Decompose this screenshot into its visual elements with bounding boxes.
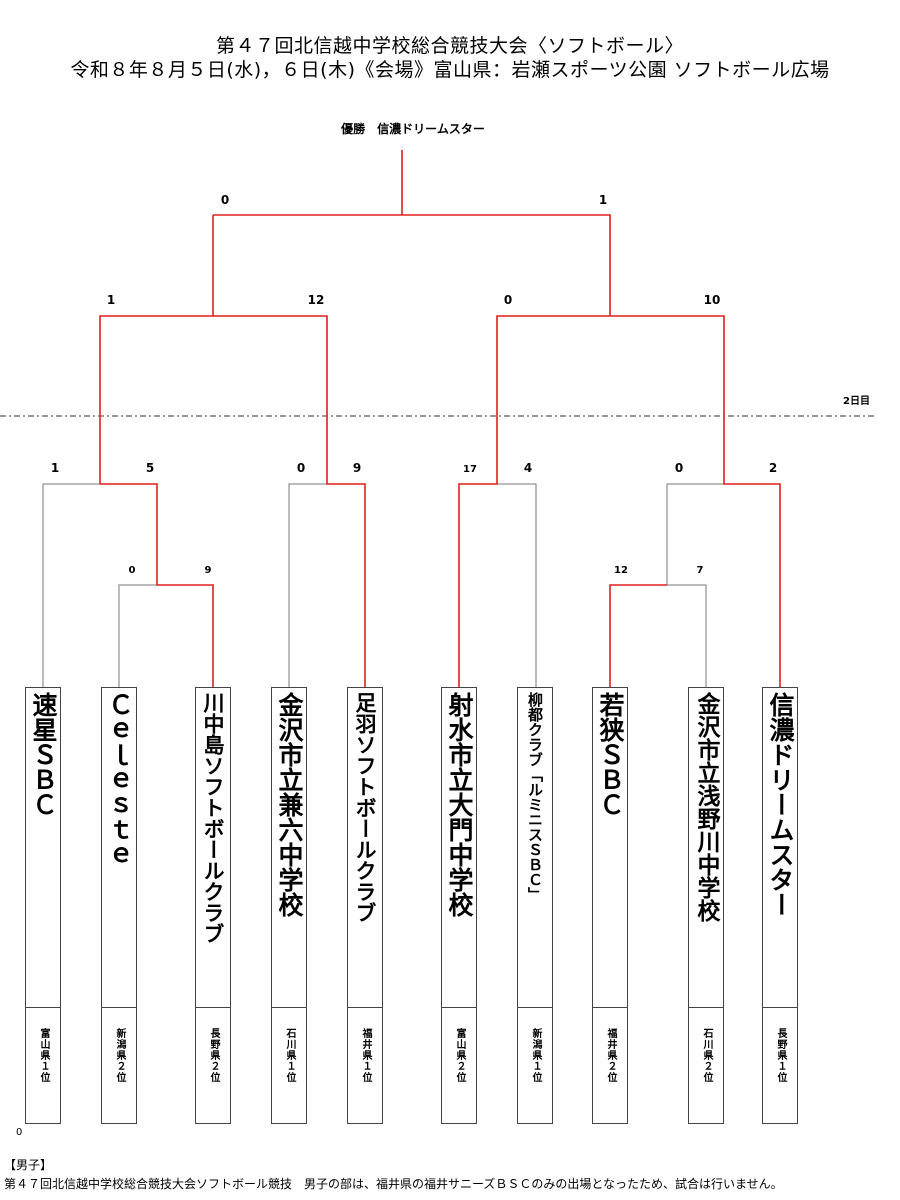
team-box-daimon: 射水市立大門中学校 富山県２位 bbox=[441, 687, 477, 1124]
page-subtitle: 令和８年８月５日(水)，６日(木)《会場》富山県：岩瀬スポーツ公園 ソフトボール… bbox=[70, 59, 830, 81]
loser-line-pre1 bbox=[118, 584, 157, 687]
team-prefecture: 石川県２位 bbox=[701, 1028, 712, 1083]
score-r1m4-b: 2 bbox=[769, 461, 777, 475]
team-divider bbox=[348, 1007, 382, 1008]
team-box-asanogawa: 金沢市立浅野川中学校 石川県２位 bbox=[688, 687, 724, 1124]
winner-line-r1m3 bbox=[458, 315, 610, 687]
team-prefecture: 富山県１位 bbox=[38, 1028, 49, 1083]
team-divider bbox=[196, 1007, 230, 1008]
score-r1m1-b: 5 bbox=[146, 461, 154, 475]
score-r1m2-b: 9 bbox=[353, 461, 361, 475]
winner-line-pre2 bbox=[609, 584, 667, 687]
team-box-kawanakajima: 川中島ソフトボールクラブ 長野県２位 bbox=[195, 687, 231, 1124]
team-divider bbox=[102, 1007, 136, 1008]
winner-lines bbox=[99, 150, 781, 687]
team-divider bbox=[26, 1007, 60, 1008]
score-r1m1-a: 1 bbox=[51, 461, 59, 475]
score-r1m3-a: 17 bbox=[463, 464, 477, 475]
team-name: 若狭ＳＢＣ bbox=[596, 692, 625, 817]
team-prefecture: 福井県２位 bbox=[605, 1028, 616, 1083]
loser-line-r1m3 bbox=[497, 483, 537, 687]
team-box-celeste: Ｃｅｌｅｓｔｅ 新潟県２位 bbox=[101, 687, 137, 1124]
team-name: 柳都クラブ「ルミニスＳＢＣ」 bbox=[526, 692, 544, 902]
team-name: 金沢市立浅野川中学校 bbox=[693, 692, 719, 922]
team-name: 川中島ソフトボールクラブ bbox=[201, 692, 225, 944]
team-divider bbox=[272, 1007, 306, 1008]
footer-section: 【男子】 bbox=[4, 1158, 53, 1172]
score-pre2-a: 12 bbox=[614, 565, 628, 576]
team-prefecture: 長野県２位 bbox=[208, 1028, 219, 1083]
team-name: 金沢市立兼六中学校 bbox=[275, 692, 304, 917]
team-name: 速星ＳＢＣ bbox=[29, 692, 58, 817]
score-pre2-b: 7 bbox=[697, 565, 704, 576]
score-pre1-a: 0 bbox=[129, 565, 136, 576]
team-prefecture: 新潟県２位 bbox=[114, 1028, 125, 1083]
champion-label: 優勝 信濃ドリームスター bbox=[340, 121, 485, 136]
winner-line-final bbox=[402, 214, 611, 316]
score-semi-right-a: 0 bbox=[504, 293, 512, 307]
team-divider bbox=[593, 1007, 627, 1008]
winner-line-r1m2 bbox=[213, 315, 366, 687]
score-final-right: 1 bbox=[599, 193, 607, 207]
team-divider bbox=[518, 1007, 552, 1008]
score-pre1-b: 9 bbox=[205, 565, 212, 576]
team-prefecture: 新潟県１位 bbox=[530, 1028, 541, 1083]
team-name: Ｃｅｌｅｓｔｅ bbox=[105, 692, 134, 867]
loser-line-pre2 bbox=[667, 584, 707, 687]
team-box-ryuto: 柳都クラブ「ルミニスＳＢＣ」 新潟県１位 bbox=[517, 687, 553, 1124]
team-name: 信濃ドリームスター bbox=[766, 692, 795, 917]
score-semi-left-b: 12 bbox=[308, 293, 325, 307]
score-labels: 0 1 1 12 0 10 1 5 0 9 17 4 0 2 0 9 12 7 bbox=[51, 193, 777, 576]
footer-note: 第４７回北信越中学校総合競技大会ソフトボール競技 男子の部は、福井県の福井サニー… bbox=[4, 1177, 783, 1191]
winner-line-r1m1 bbox=[100, 483, 214, 687]
score-final-left: 0 bbox=[221, 193, 229, 207]
score-semi-right-b: 10 bbox=[704, 293, 721, 307]
team-box-asuwa: 足羽ソフトボールクラブ 福井県１位 bbox=[347, 687, 383, 1124]
team-divider bbox=[689, 1007, 723, 1008]
loser-line-r1m2 bbox=[288, 483, 327, 687]
team-box-hayahoshi: 速星ＳＢＣ 富山県１位 bbox=[25, 687, 61, 1124]
page-title: 第４７回北信越中学校総合競技大会〈ソフトボール〉 bbox=[215, 35, 684, 57]
loser-line-r1m4 bbox=[666, 483, 724, 585]
team-box-wakasa: 若狭ＳＢＣ 福井県２位 bbox=[592, 687, 628, 1124]
team-prefecture: 長野県１位 bbox=[775, 1028, 786, 1083]
team-box-shinano: 信濃ドリームスター 長野県１位 bbox=[762, 687, 798, 1124]
team-divider bbox=[763, 1007, 797, 1008]
score-semi-left-a: 1 bbox=[107, 293, 115, 307]
team-divider bbox=[442, 1007, 476, 1008]
footer-zero: 0 bbox=[16, 1127, 23, 1138]
score-r1m4-a: 0 bbox=[675, 461, 683, 475]
team-prefecture: 石川県１位 bbox=[284, 1028, 295, 1083]
winner-line-r1m4 bbox=[610, 315, 781, 687]
day2-label: 2日目 bbox=[843, 395, 870, 407]
winner-line-semi-left bbox=[99, 215, 214, 484]
team-prefecture: 福井県１位 bbox=[360, 1028, 371, 1083]
score-r1m2-a: 0 bbox=[297, 461, 305, 475]
loser-lines bbox=[42, 483, 724, 687]
team-prefecture: 富山県２位 bbox=[454, 1028, 465, 1083]
team-name: 足羽ソフトボールクラブ bbox=[353, 692, 377, 923]
team-name: 射水市立大門中学校 bbox=[445, 692, 474, 917]
score-r1m3-b: 4 bbox=[524, 461, 532, 475]
team-box-kenroku: 金沢市立兼六中学校 石川県１位 bbox=[271, 687, 307, 1124]
loser-line-r1m1 bbox=[42, 483, 100, 687]
